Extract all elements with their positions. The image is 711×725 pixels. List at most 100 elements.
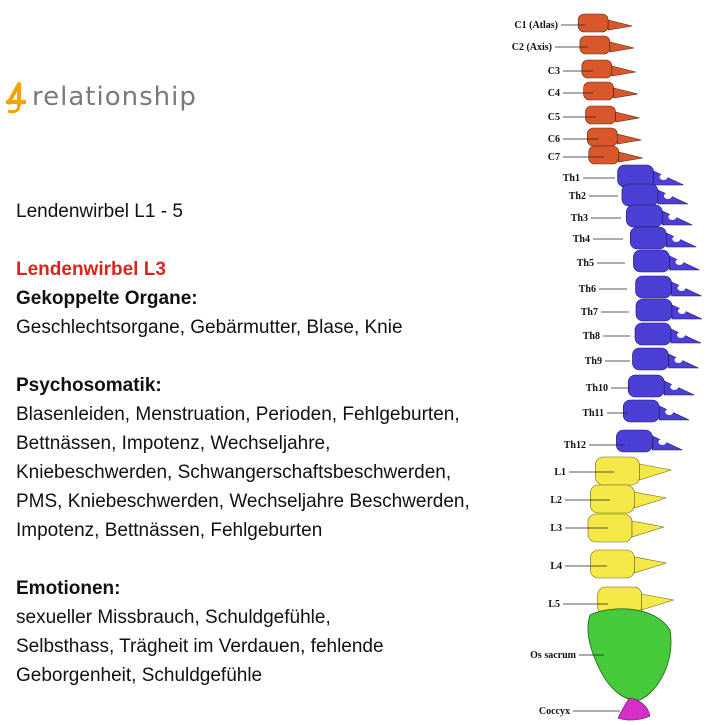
vertebra-lumbar (595, 456, 640, 486)
vertebra-cervical (585, 105, 616, 125)
vertebra-process (609, 41, 634, 53)
spine-label: Coccyx (539, 706, 570, 717)
vertebra-process (616, 133, 642, 145)
vertebra-process (652, 435, 683, 451)
vertebra-lumbar (590, 549, 635, 579)
vertebra-cervical (577, 13, 609, 33)
psycho-label: Psychosomatik: (16, 375, 162, 396)
emotions-line: sexueller Missbrauch, Schuldgefühle, (16, 607, 331, 628)
foramen (675, 259, 684, 265)
spine-label: Th12 (564, 440, 586, 451)
vertebra-process (669, 255, 700, 271)
vertebra-cervical (583, 81, 614, 101)
vertebra-thoracic (629, 226, 667, 250)
psycho-line: Kniebeschwerden, Schwangerschaftsbeschwe… (16, 462, 452, 483)
vertebra-process (615, 111, 640, 123)
spine-label: Th5 (577, 258, 594, 269)
vertebra-process (613, 87, 638, 99)
psycho-line: Bettnässen, Impotenz, Wechseljahre, (16, 433, 331, 454)
vertebra-thoracic (616, 429, 653, 453)
spine-label: Th10 (586, 383, 608, 394)
spine-label: Th7 (581, 307, 598, 318)
vertebra-process (658, 405, 690, 421)
vertebra-thoracic (627, 374, 665, 398)
spine-label: Th4 (573, 234, 590, 245)
vertebra-process (631, 520, 665, 538)
spine-label: Th1 (563, 173, 580, 184)
spine-label: C2 (Axis) (512, 42, 552, 53)
vertebra-process (668, 353, 699, 369)
vertebra-process (665, 232, 697, 248)
vertebra-thoracic (633, 249, 670, 273)
foramen (674, 357, 683, 363)
spine-label: C6 (548, 134, 560, 145)
foramen (676, 332, 685, 338)
spine-segments (577, 13, 703, 721)
spine-label: L2 (550, 495, 562, 506)
vertebra-thoracic (635, 275, 672, 299)
vertebra-process (663, 380, 695, 396)
logo: relationship (4, 74, 197, 114)
foramen (677, 285, 686, 291)
vertebra-lumbar (589, 484, 635, 514)
vertebra-thoracic (626, 204, 663, 228)
emotions-label: Emotionen: (16, 578, 121, 599)
vertebra-thoracic (621, 183, 659, 207)
coccyx (617, 697, 651, 721)
vertebra-title: Lendenwirbel L3 (16, 259, 166, 280)
spine-label: Th6 (579, 284, 596, 295)
vertebra-process (671, 281, 702, 297)
vertebra-process (611, 65, 636, 77)
spine-label: Th11 (582, 408, 604, 419)
info-text: Lendenwirbel L1 - 5 Lendenwirbel L3 Geko… (16, 197, 536, 690)
spine-label: C4 (548, 88, 560, 99)
vertebra-cervical (586, 127, 618, 147)
emotions-line: Geborgenheit, Schuldgefühle (16, 665, 263, 686)
organs-label: Gekoppelte Organe: (16, 288, 198, 309)
spine-label: Th8 (583, 331, 600, 342)
spine-label: C5 (548, 112, 560, 123)
spine-labels: C1 (Atlas) C2 (Axis) C3C4C5C6C7Th1Th2Th3Th… (512, 20, 630, 717)
organs-text: Geschlechtsorgane, Gebärmutter, Blase, K… (16, 317, 403, 338)
spine-label: L1 (554, 467, 566, 478)
vertebra-process (607, 19, 633, 31)
foramen (658, 439, 667, 445)
psycho-line: Blasenleiden, Menstruation, Perioden, Fe… (16, 404, 460, 425)
vertebra-process (634, 556, 667, 574)
vertebra-process (639, 463, 672, 481)
spine-label: L5 (548, 599, 560, 610)
foramen (668, 214, 677, 220)
foramen (659, 174, 668, 180)
vertebra-cervical (579, 35, 611, 55)
vertebra-process (641, 593, 674, 611)
vertebra-process (670, 328, 702, 344)
spine-label: Th9 (585, 356, 602, 367)
spine-diagram: C1 (Atlas) C2 (Axis) C3C4C5C6C7Th1Th2Th3Th… (512, 13, 703, 721)
spine-label: Th2 (569, 191, 586, 202)
foramen (670, 384, 679, 390)
vertebra-thoracic (634, 322, 672, 346)
spine-label: C3 (548, 66, 560, 77)
foramen (677, 308, 686, 314)
spine-label: Os sacrum (530, 650, 577, 661)
section-heading: Lendenwirbel L1 - 5 (16, 201, 183, 222)
logo-wordmark: relationship (32, 82, 197, 112)
vertebra-cervical (588, 145, 620, 165)
vertebra-thoracic (632, 347, 669, 371)
vertebra-process (662, 210, 693, 226)
foramen (665, 409, 674, 415)
vertebra-process (653, 170, 684, 186)
spine-label: C1 (Atlas) (514, 20, 558, 31)
vertebra-process (618, 151, 643, 163)
vertebra-thoracic (635, 298, 673, 322)
os-sacrum (587, 608, 672, 701)
psycho-line: Impotenz, Bettnässen, Fehlgeburten (16, 520, 323, 541)
emotions-line: Selbsthass, Trägheit im Verdauen, fehlen… (16, 636, 384, 657)
vertebra-process (671, 304, 703, 320)
spine-label: C7 (548, 152, 560, 163)
foramen (663, 193, 672, 199)
vertebra-process (633, 491, 667, 509)
spine-label: L4 (550, 561, 562, 572)
logo-mark-icon (4, 80, 30, 114)
spine-label: Th3 (571, 213, 588, 224)
